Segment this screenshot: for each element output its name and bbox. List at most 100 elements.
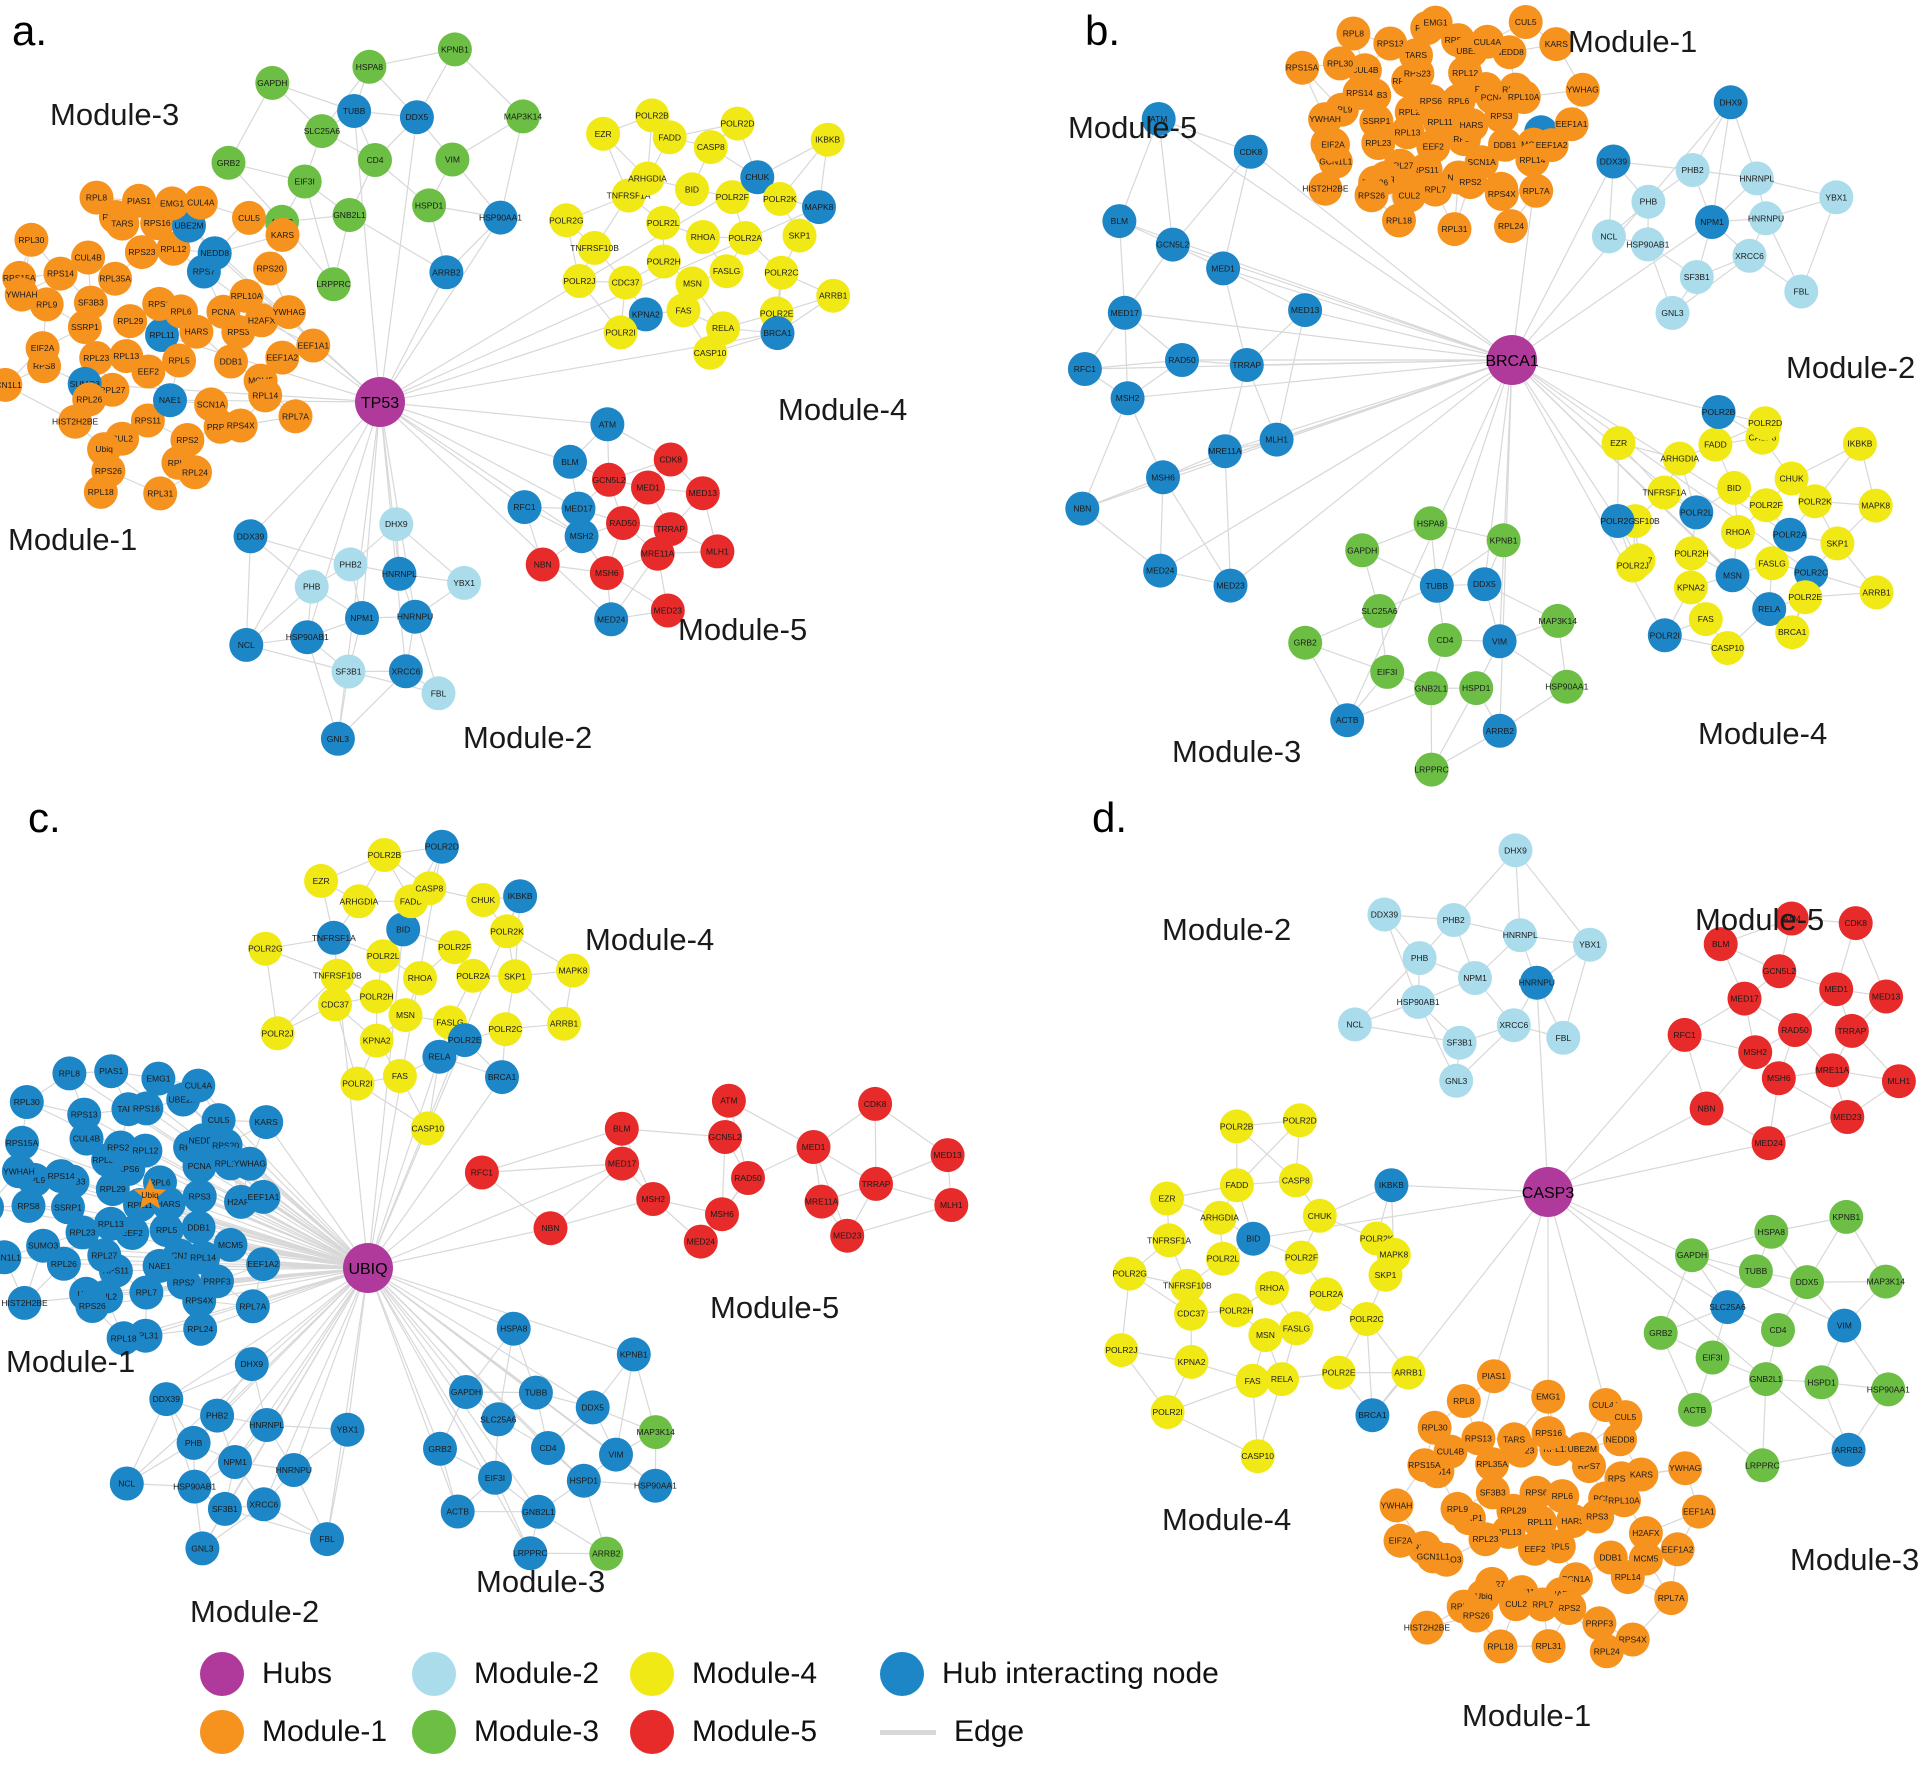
gene-node — [248, 378, 283, 413]
gene-node — [1710, 631, 1745, 665]
hub-edge — [1158, 118, 1513, 361]
gene-node — [1868, 1264, 1903, 1299]
gene-node — [488, 1012, 523, 1047]
hub-edge — [214, 252, 381, 403]
gene-node — [630, 161, 665, 196]
gene-node — [260, 1016, 295, 1051]
gene-node — [1754, 1214, 1789, 1249]
hub-edge — [326, 1267, 369, 1540]
gene-node — [399, 100, 434, 135]
gene-node — [816, 278, 851, 313]
gene-node — [382, 556, 417, 591]
gene-node — [478, 1460, 512, 1495]
gene-node — [388, 654, 423, 689]
gene-node — [340, 1066, 375, 1101]
gene-node — [1713, 85, 1748, 120]
gene-node — [179, 314, 214, 349]
module-label: Module-1 — [6, 1344, 135, 1379]
gene-node — [229, 278, 264, 313]
gene-node — [1738, 1035, 1773, 1070]
gene-node — [1446, 1384, 1481, 1418]
hub-edge — [1304, 309, 1513, 361]
gene-node — [1206, 1241, 1240, 1276]
module-label: Module-5 — [1068, 110, 1197, 145]
gene-node — [130, 403, 165, 438]
gene-node — [246, 1247, 281, 1282]
gene-node — [506, 99, 540, 134]
edge — [250, 535, 351, 565]
gene-node — [594, 602, 629, 637]
gene-node — [103, 1130, 138, 1165]
gene-node — [1628, 1516, 1663, 1551]
gene-node — [398, 599, 433, 634]
gene-node — [1695, 1340, 1730, 1375]
hub-edge — [266, 1267, 369, 1426]
gene-node — [182, 1179, 217, 1214]
gene-node — [1354, 178, 1389, 213]
gene-node — [1654, 1581, 1689, 1616]
edge — [1162, 476, 1232, 586]
gene-node — [1453, 165, 1488, 200]
gene-node — [1710, 1290, 1745, 1325]
gene-node — [1752, 592, 1787, 627]
gene-node — [1596, 144, 1631, 179]
hub-edge — [1391, 1184, 1549, 1193]
gene-node — [1152, 1223, 1187, 1258]
gene-node — [197, 236, 232, 271]
gene-node — [145, 318, 179, 352]
gene-node — [424, 829, 459, 864]
edge — [481, 1163, 623, 1174]
gene-node — [1065, 491, 1100, 526]
gene-node — [244, 303, 279, 338]
hub-edge — [1511, 161, 1614, 361]
gene-node — [1498, 833, 1533, 868]
gene-node — [635, 98, 670, 133]
gene-node — [1540, 603, 1575, 638]
hub-edge — [367, 1267, 467, 1393]
gene-node — [638, 1468, 673, 1503]
gene-node — [337, 94, 372, 128]
gene-node — [1531, 1629, 1566, 1664]
gene-node — [1373, 26, 1408, 61]
gene-node — [1503, 918, 1538, 953]
gene-node — [1519, 173, 1554, 208]
gene-node — [0, 1240, 22, 1275]
hub-label: BRCA1 — [1485, 353, 1538, 370]
edge — [304, 181, 335, 285]
gene-node — [731, 1161, 765, 1195]
label-layer: Module-3Module-1Module-4Module-5Module-2… — [6, 7, 1919, 1733]
gene-node — [1282, 1103, 1317, 1138]
gene-node — [94, 1054, 129, 1089]
gene-node — [1416, 1539, 1451, 1574]
gene-node — [1379, 1488, 1414, 1523]
gene-node — [1248, 1318, 1283, 1353]
gene-node — [1565, 1432, 1600, 1466]
gene-node — [7, 1285, 42, 1320]
gene-node — [628, 297, 663, 332]
gene-node — [1531, 1416, 1566, 1451]
gene-node — [162, 343, 197, 378]
hub-edge — [379, 313, 646, 403]
gene-node — [1673, 570, 1708, 605]
edge — [326, 1429, 349, 1540]
gene-node — [1459, 671, 1494, 706]
hub-edge — [250, 401, 381, 537]
gene-node — [4, 277, 39, 312]
module-label: Module-1 — [8, 522, 137, 557]
gene-node — [1679, 495, 1714, 530]
gene-node — [410, 1111, 445, 1146]
gene-node — [1643, 1315, 1678, 1350]
gene-node — [566, 1463, 601, 1498]
gene-node — [1475, 1475, 1510, 1510]
gene-node — [1549, 669, 1584, 704]
gene-node — [423, 1431, 457, 1466]
hub-edge — [1511, 359, 1791, 536]
gene-node — [1259, 422, 1294, 457]
gene-node — [310, 1522, 344, 1557]
gene-node — [1838, 906, 1873, 941]
gene-node — [1067, 352, 1102, 386]
hub-edge — [1536, 982, 1549, 1193]
gene-node — [1461, 1421, 1496, 1456]
edge-swatch-icon — [880, 1729, 936, 1735]
gene-node — [1436, 903, 1471, 937]
